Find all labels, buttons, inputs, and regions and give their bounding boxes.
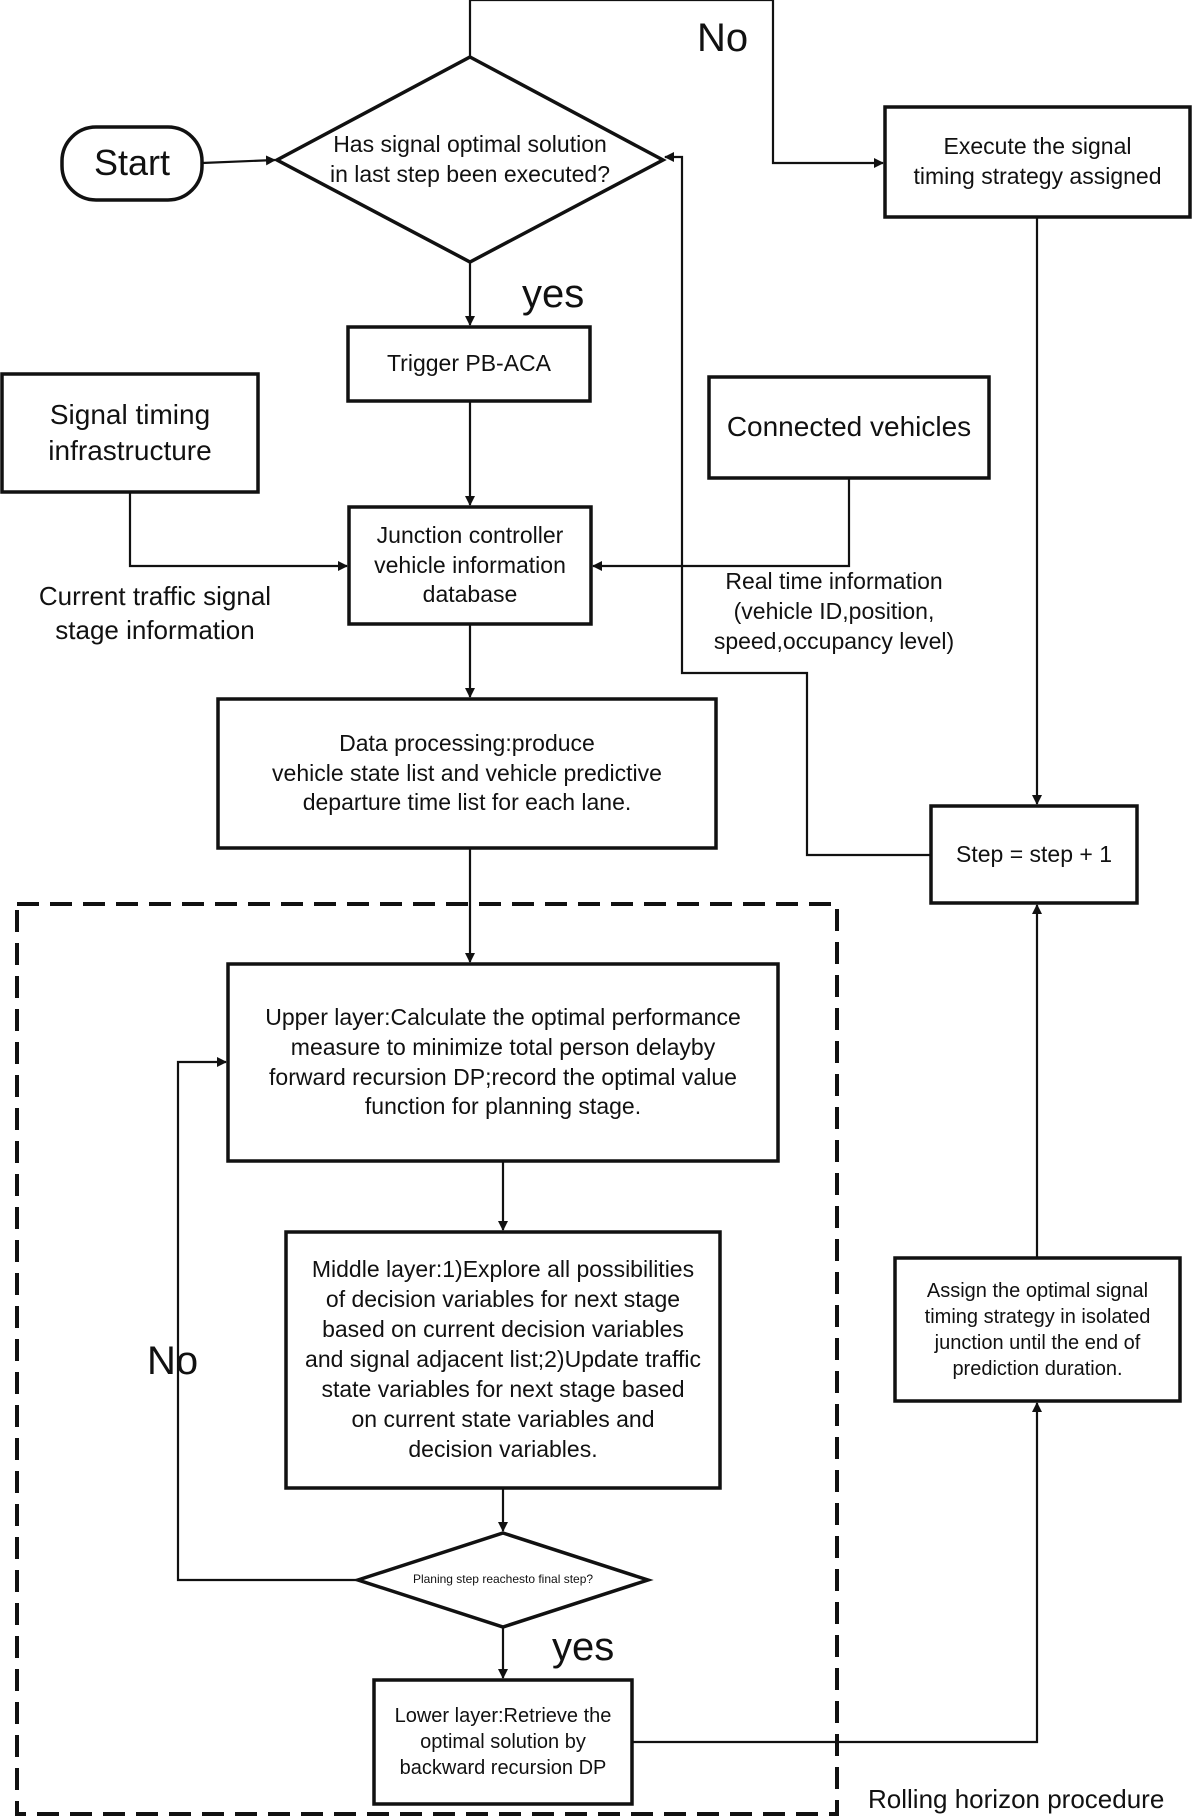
assign-strategy-box: [893, 1256, 1182, 1403]
decision-final-label: Planing step reachesto final step?: [412, 1572, 594, 1587]
step-increment-label: Step = step + 1: [955, 840, 1112, 867]
no-label-top: No: [697, 16, 749, 60]
rolling-horizon-region: [15, 902, 839, 1816]
decision-executed-label: Has signal optimal solution in last step…: [329, 131, 611, 187]
no-label-loop: No: [147, 1339, 199, 1383]
signal-infrastructure-box: [0, 372, 260, 494]
trigger-label: Trigger PB-ACA: [386, 350, 552, 377]
current-stage-info-label: Current traffic signal stage information: [38, 581, 272, 645]
trigger-box: [346, 325, 592, 403]
upper-layer-label: Upper layer:Calculate the optimal perfor…: [265, 1003, 741, 1120]
middle-layer-label: Middle layer:1)Explore all possibilities…: [305, 1256, 701, 1462]
assign-strategy-label: Assign the optimal signal timing strateg…: [924, 1279, 1151, 1380]
execute-strategy-label: Execute the signal timing strategy assig…: [913, 133, 1162, 189]
rolling-horizon-label: Rolling horizon procedure: [868, 1784, 1165, 1814]
edge-infrastructure-to-db: [128, 492, 348, 571]
edge-lower-to-assign: [632, 1402, 1042, 1744]
data-processing-label: Data processing:produce vehicle state li…: [272, 729, 662, 816]
lower-layer-box: [372, 1678, 634, 1806]
data-processing-box: [216, 697, 718, 850]
edge-vehicles-to-db: [592, 478, 851, 571]
edge-decision-no-loop: [176, 1057, 358, 1582]
lower-layer-label: Lower layer:Retrieve the optimal solutio…: [394, 1705, 612, 1779]
real-time-info-label: Real time information (vehicle ID,positi…: [713, 568, 955, 654]
connected-vehicles-label: Connected vehicles: [726, 411, 972, 443]
yes-label-top: yes: [522, 272, 585, 316]
start-label: Start: [93, 142, 171, 184]
yes-label-bottom: yes: [552, 1625, 615, 1669]
edge-step-to-decision: [664, 152, 931, 857]
upper-layer-box: [226, 962, 780, 1163]
start-terminal: [60, 125, 204, 202]
edge-start-to-decision: [201, 155, 276, 166]
junction-db-label: Junction controller vehicle information …: [374, 521, 566, 608]
junction-db-box: [347, 505, 593, 626]
edge-decision-no-to-execute: [468, 0, 884, 168]
step-increment-box: [929, 804, 1139, 905]
signal-infrastructure-label: Signal timing infrastructure: [48, 398, 212, 466]
